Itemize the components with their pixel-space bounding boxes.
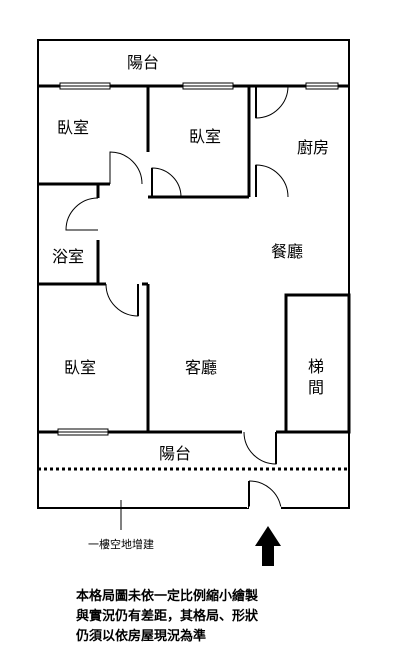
label-living: 客廳 xyxy=(185,358,217,377)
label-bedroom-bottom: 臥室 xyxy=(64,358,96,377)
annotation-ground-addition: 一樓空地增建 xyxy=(88,537,154,551)
door-balcony xyxy=(243,431,277,465)
label-stair-1: 梯 xyxy=(308,357,324,376)
window-top-left xyxy=(59,82,111,90)
window-top-right xyxy=(305,82,339,90)
door-kitchen-bottom xyxy=(255,164,289,198)
entrance-arrow-icon xyxy=(255,526,281,566)
disclaimer-line-3: 仍須以依房屋現況為準 xyxy=(75,628,206,644)
label-bedroom-top-mid: 臥室 xyxy=(189,127,221,146)
label-balcony-bottom: 陽台 xyxy=(159,444,191,463)
window-top-mid xyxy=(182,82,234,90)
label-balcony-top: 陽台 xyxy=(127,53,159,72)
label-dining: 餐廳 xyxy=(271,242,303,261)
door-bedroom1 xyxy=(109,151,143,185)
disclaimer-line-2: 與實況仍有差距，其格局、形狀 xyxy=(76,608,259,624)
door-entrance xyxy=(248,480,282,509)
door-kitchen-top xyxy=(255,85,289,119)
label-stair-2: 間 xyxy=(308,378,324,397)
label-bathroom: 浴室 xyxy=(52,247,84,266)
door-bathroom xyxy=(65,197,99,231)
door-bedroom3 xyxy=(105,283,139,317)
label-kitchen: 廚房 xyxy=(297,138,329,157)
window-bottom-left xyxy=(57,428,109,436)
door-bedroom2 xyxy=(151,167,182,198)
label-bedroom-top-left: 臥室 xyxy=(57,118,89,137)
disclaimer-line-1: 本格局圖未依一定比例縮小繪製 xyxy=(76,588,258,604)
outer-boundary xyxy=(37,39,350,509)
